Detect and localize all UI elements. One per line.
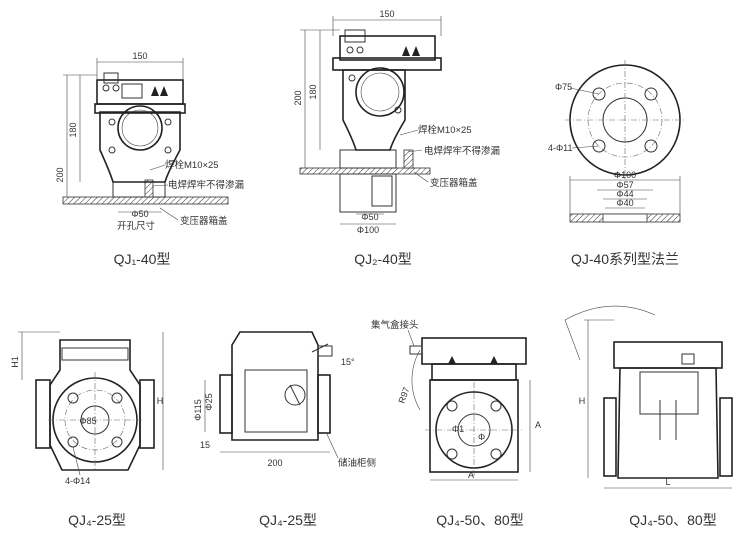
fig1-relay-front-view: 150 180 200 Φ50 开孔尺寸 焊栓M10×25 电焊焊牢不得渗漏 变… [55,51,244,232]
fig3-dim-holes: 4-Φ11 [548,143,573,153]
fig2-dim-h200: 200 [293,90,303,105]
fig1-note-bolt: 焊栓M10×25 [165,159,219,171]
fig1-dim-width: 150 [132,51,147,61]
fig7-dim-l: L [665,477,670,487]
fig2-dim-h180: 180 [308,84,318,99]
fig1-note-hole-size: 开孔尺寸 [117,220,156,232]
fig3-dim-phi44: Φ44 [616,189,633,199]
fig3-flange-view: Φ75 4-Φ11 Φ100 Φ57 Φ44 Φ40 [548,60,685,223]
fig6-relay-front-view: Φ1 Φ R97 集气盒接头 A A [371,319,541,481]
fig5-relay-side-view: 15° Φ115 Φ25 15 200 储油柜侧 [193,331,376,469]
fig4-relay-front-view: Φ85 H1 H 4-Φ14 [10,331,164,486]
fig1-window-circle [117,105,163,151]
fig5-note-tank-side: 储油柜侧 [338,457,376,469]
fig4-dim-holes: 4-Φ14 [65,476,90,486]
fig7-relay-side-view: H L [564,305,733,489]
fig6-dim-phi: Φ [478,432,485,442]
fig2-relay-front-view: 150 200 180 Φ50 Φ100 焊栓M10×25 电焊焊牢不得渗漏 变… [293,9,500,235]
fig5-dim-15: 15 [200,440,210,450]
fig4-dim-h1: H1 [10,356,20,368]
fig4-caption: QJ₄-25型 [68,512,126,528]
fig1-note-weld: 电焊焊牢不得渗漏 [168,179,244,191]
fig3-caption: QJ-40系列型法兰 [571,251,679,267]
fig5-dim-phi25: Φ25 [204,393,214,410]
fig6-dim-a-horizontal: A [468,470,474,480]
fig7-caption: QJ₄-50、80型 [629,512,716,528]
fig3-dim-phi100: Φ100 [614,170,636,180]
fig6-note-connector: 集气盒接头 [371,319,419,331]
fig5-dim-200: 200 [267,458,282,468]
fig2-dim-phi100: Φ100 [357,225,379,235]
fig2-window-circle [355,67,405,117]
fig5-dim-phi115: Φ115 [193,399,203,421]
fig1-note-cover: 变压器箱盖 [180,215,228,227]
fig1-dim-h200: 200 [55,167,65,182]
fig4-dim-phi85: Φ85 [79,416,96,426]
fig1-tank-cover [62,196,229,205]
fig1-dim-phi50: Φ50 [131,209,148,219]
fig5-dim-angle: 15° [341,357,355,367]
fig6-dim-r97: R97 [396,386,411,405]
fig1-dim-h180: 180 [68,122,78,137]
fig6-dim-a-vertical: A [535,420,541,430]
fig3-dim-phi40: Φ40 [616,198,633,208]
fig1-caption: QJ₁-40型 [114,251,171,267]
fig4-dim-h: H [157,396,164,406]
fig2-dim-phi50: Φ50 [361,212,378,222]
fig2-note-weld: 电焊焊牢不得渗漏 [424,145,500,157]
fig2-tank-cover [299,167,431,175]
fig6-caption: QJ₄-50、80型 [436,512,523,528]
fig2-caption: QJ₂-40型 [354,251,412,267]
fig7-dim-h: H [579,396,586,406]
fig3-dim-phi75: Φ75 [555,82,572,92]
fig2-note-cover: 变压器箱盖 [430,177,478,189]
fig2-dim-width: 150 [379,9,394,19]
fig3-dim-phi57: Φ57 [616,180,633,190]
fig2-note-bolt: 焊栓M10×25 [418,124,472,136]
fig6-dim-phi1: Φ1 [452,424,464,434]
fig5-caption: QJ₄-25型 [259,512,317,528]
